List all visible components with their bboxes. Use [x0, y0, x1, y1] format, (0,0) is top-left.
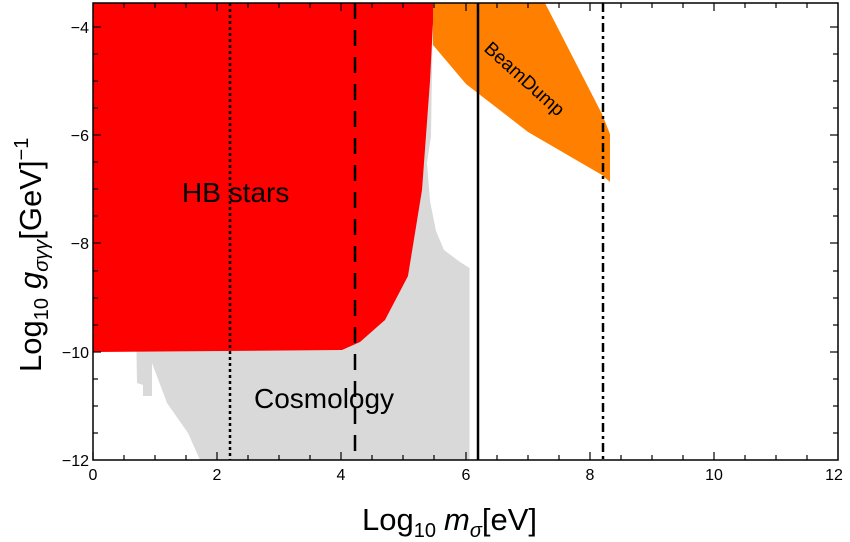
y-tick-label: −10: [62, 345, 89, 362]
label-cosmology: Cosmology: [254, 383, 394, 414]
x-tick-label: 4: [337, 467, 346, 484]
x-tick-label: 10: [705, 467, 723, 484]
y-axis-title: Log10gσγγ[GeV]−1: [11, 138, 53, 372]
region-beamdump: [433, 3, 610, 182]
plot-area: [93, 3, 610, 460]
label-hb-stars: HB stars: [182, 177, 289, 208]
x-tick-labels: 0 2 4 6 8 10 12: [89, 467, 843, 484]
x-tick-label: 8: [586, 467, 595, 484]
y-tick-label: −6: [71, 128, 89, 145]
y-tick-label: −4: [71, 20, 89, 37]
x-tick-label: 12: [825, 467, 843, 484]
x-tick-label: 0: [89, 467, 98, 484]
y-tick-label: −12: [62, 453, 89, 470]
region-hb-stars: [93, 3, 434, 352]
x-ticks: [92, 3, 808, 460]
x-tick-label: 6: [462, 467, 471, 484]
x-tick-label: 2: [213, 467, 222, 484]
y-ticks: [93, 26, 838, 434]
y-tick-label: −8: [71, 236, 89, 253]
y-tick-labels: −4 −6 −8 −10 −12: [62, 20, 89, 470]
